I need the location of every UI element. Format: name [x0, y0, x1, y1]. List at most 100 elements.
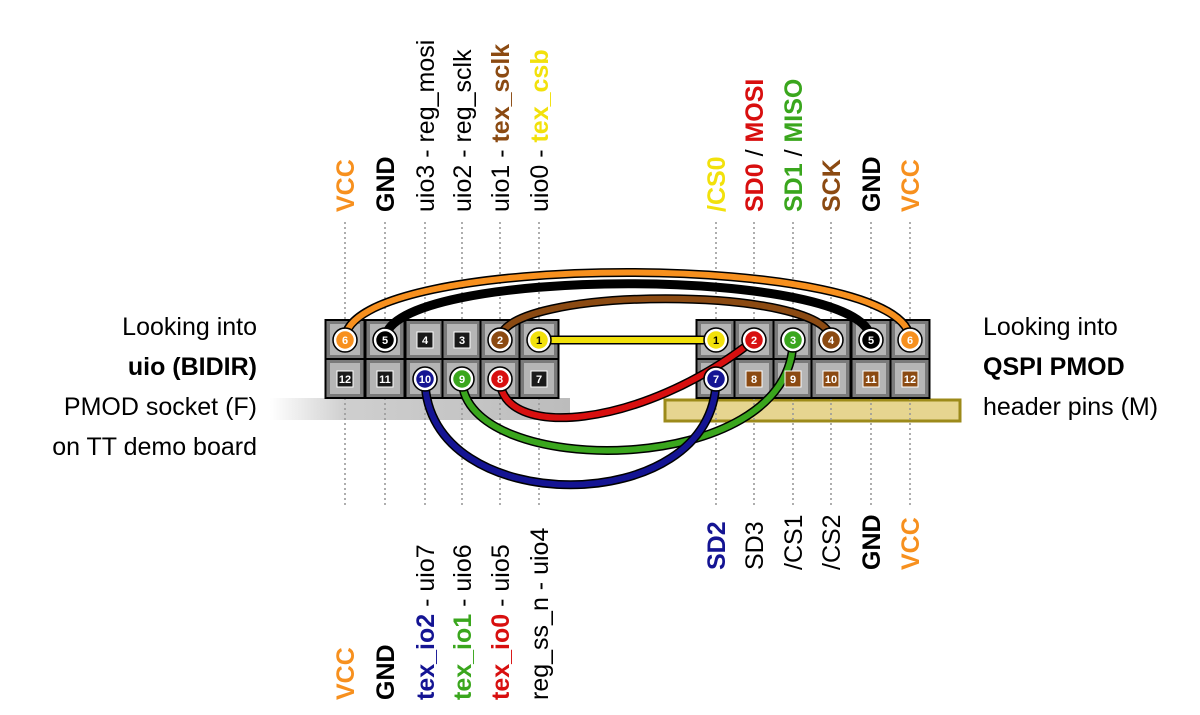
- socket-pin-5: 5: [372, 327, 398, 353]
- socket-bottom-label-2-part-1: - uio7: [412, 544, 440, 613]
- header-bottom-label-4: GND: [858, 514, 886, 570]
- socket-top-label-2: uio3 - reg_mosi: [412, 40, 440, 212]
- left-desc-line2: uio (BIDIR): [128, 353, 257, 381]
- header-top-label-3: SCK: [818, 159, 846, 212]
- socket-pin-7: 7: [530, 370, 548, 388]
- header-top-label-2-part-1: /: [780, 143, 808, 164]
- socket-pin-5-label: 5: [382, 335, 388, 347]
- socket-pin-8-label: 8: [497, 374, 503, 386]
- socket-pin-10: 10: [412, 366, 438, 392]
- vcc-wire: [342, 269, 913, 343]
- header-bottom-label-1-part-0: SD3: [741, 521, 769, 570]
- socket-pin-3: 3: [453, 331, 471, 349]
- header-pin-2: 2: [741, 327, 767, 353]
- header-top-label-2: SD1 / MISO: [780, 79, 808, 212]
- right-description: Looking into QSPI PMOD header pins (M): [983, 313, 1158, 421]
- socket-pin-1: 1: [526, 327, 552, 353]
- socket-top-label-1-part-0: GND: [372, 156, 400, 212]
- socket-pin-9: 9: [449, 366, 475, 392]
- header-bottom-label-2-part-0: /CS1: [780, 514, 808, 570]
- socket-bottom-label-0-part-0: VCC: [332, 647, 360, 700]
- socket-pin-9-label: 9: [459, 374, 465, 386]
- right-desc-line2: QSPI PMOD: [983, 353, 1125, 381]
- header-pin-10: 10: [822, 370, 840, 388]
- socket-pin-11-label: 11: [379, 374, 391, 386]
- socket-pin-7-label: 7: [536, 374, 542, 386]
- socket-pin-2: 2: [487, 327, 513, 353]
- sd2-wire: [422, 376, 719, 488]
- socket-pin-2-label: 2: [497, 335, 503, 347]
- socket-pin-3-label: 3: [459, 335, 465, 347]
- header-pin-11: 11: [862, 370, 880, 388]
- socket-top-label-0: VCC: [332, 159, 360, 212]
- socket-bottom-label-4-part-0: tex_io0: [487, 614, 515, 700]
- socket-pin-1-label: 1: [536, 335, 542, 347]
- socket-bottom-label-3: tex_io1 - uio6: [449, 544, 477, 700]
- socket-top-label-4: uio1 - tex_sclk: [487, 44, 515, 212]
- socket-bottom-label-2-part-0: tex_io2: [412, 614, 440, 700]
- header-bottom-label-5: VCC: [897, 517, 925, 570]
- header-top-label-1: SD0 / MOSI: [741, 79, 769, 212]
- socket-bottom-label-0: VCC: [332, 647, 360, 700]
- header-pin-11-label: 11: [865, 374, 877, 386]
- socket-top-label-3-part-1: reg_sclk: [449, 49, 477, 143]
- socket-pin-4: 4: [416, 331, 434, 349]
- header-top-label-2-part-0: SD1: [780, 163, 808, 212]
- header-top-label-2-part-2: MISO: [780, 79, 808, 143]
- left-description: Looking into uio (BIDIR) PMOD socket (F)…: [52, 313, 257, 461]
- socket-top-label-3-part-0: uio2 -: [449, 143, 477, 212]
- socket-pin-12-label: 12: [339, 374, 351, 386]
- socket-top-label-2-part-0: uio3 -: [412, 143, 440, 212]
- socket-top-label-5: uio0 - tex_csb: [526, 49, 554, 212]
- header-top-label-0-part-0: /CS0: [703, 156, 731, 212]
- header-bottom-label-2: /CS1: [780, 514, 808, 570]
- header-pin-5: 5: [858, 327, 884, 353]
- header-bottom-label-3: /CS2: [818, 514, 846, 570]
- sck-wire: [497, 295, 834, 343]
- socket-top-label-3: uio2 - reg_sclk: [449, 49, 477, 212]
- header-pin-12-label: 12: [904, 374, 916, 386]
- socket-pin-6: 6: [332, 327, 358, 353]
- socket-bottom-label-3-part-1: - uio6: [449, 544, 477, 613]
- header-pin-1: 1: [703, 327, 729, 353]
- socket-pin-8: 8: [487, 366, 513, 392]
- socket-top-label-4-part-1: tex_sclk: [487, 44, 515, 143]
- header-pin-9-label: 9: [790, 374, 796, 386]
- header-pin-4: 4: [818, 327, 844, 353]
- miso-wire: [459, 337, 796, 454]
- header-pin-4-label: 4: [828, 335, 835, 347]
- header-pin-9: 9: [784, 370, 802, 388]
- socket-bottom-label-4: tex_io0 - uio5: [487, 544, 515, 700]
- header-bottom-label-0-part-0: SD2: [703, 521, 731, 570]
- socket-bottom-label-3-part-0: tex_io1: [449, 614, 477, 700]
- header-pin-12: 12: [901, 370, 919, 388]
- socket-top-label-4-part-0: uio1 -: [487, 143, 515, 212]
- socket-top-label-2-part-1: reg_mosi: [412, 40, 440, 143]
- header-pin-10-label: 10: [825, 374, 837, 386]
- header-bottom-label-3-part-0: /CS2: [818, 514, 846, 570]
- header-pin-3-label: 3: [790, 335, 796, 347]
- header-top-label-3-part-0: SCK: [818, 159, 846, 212]
- header-pin-7: 7: [703, 366, 729, 392]
- socket-bottom-label-5-part-0: reg_ss_n: [526, 597, 554, 700]
- header-top-label-5-part-0: VCC: [897, 159, 925, 212]
- socket-pin-11: 11: [376, 370, 394, 388]
- socket-top-label-5-part-1: tex_csb: [526, 49, 554, 142]
- header-bottom-label-1: SD3: [741, 521, 769, 570]
- header-top-label-0: /CS0: [703, 156, 731, 212]
- header-pin-6: 6: [897, 327, 923, 353]
- header-top-label-4: GND: [858, 156, 886, 212]
- socket-top-label-0-part-0: VCC: [332, 159, 360, 212]
- right-desc-line1: Looking into: [983, 313, 1118, 341]
- header-top-label-1-part-2: MOSI: [741, 79, 769, 143]
- left-desc-line1: Looking into: [122, 313, 257, 341]
- header-top-label-1-part-0: SD0: [741, 163, 769, 212]
- right-desc-line3: header pins (M): [983, 393, 1158, 421]
- socket-bottom-label-1: GND: [372, 644, 400, 700]
- header-bottom-label-5-part-0: VCC: [897, 517, 925, 570]
- header-pin-3: 3: [780, 327, 806, 353]
- socket-pin-12: 12: [336, 370, 354, 388]
- left-desc-line4: on TT demo board: [52, 433, 257, 461]
- header-pin-8-label: 8: [751, 374, 757, 386]
